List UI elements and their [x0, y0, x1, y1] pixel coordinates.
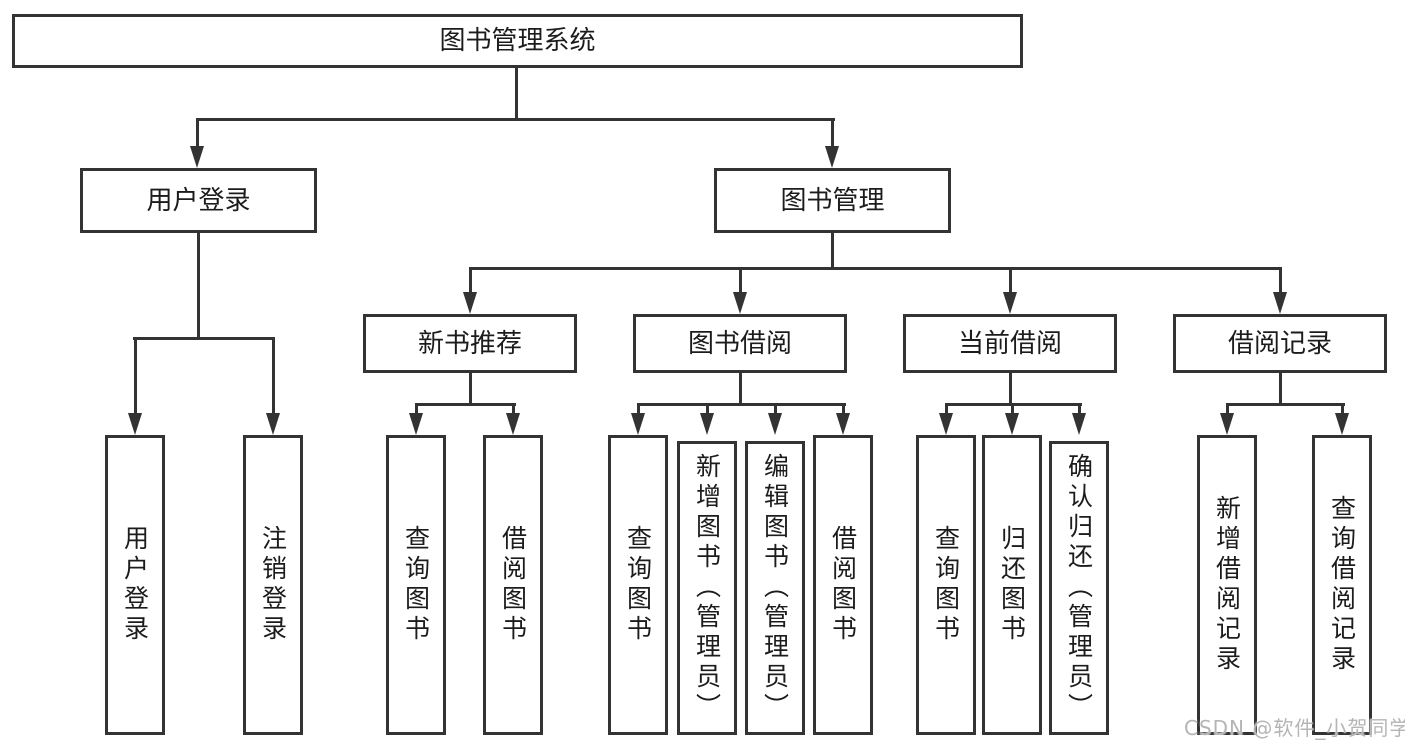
connector-line — [197, 233, 200, 339]
connector-line — [831, 118, 834, 149]
connector-line — [196, 118, 199, 149]
arrow-down-icon — [463, 292, 477, 314]
node-current-borrowing: 当前借阅 — [903, 314, 1117, 373]
connector-line — [134, 337, 137, 415]
arrow-down-icon — [631, 413, 645, 435]
connector-line — [1279, 373, 1282, 406]
leaf-edit-book-admin: 编辑图书（管理员） — [745, 441, 805, 735]
node-borrowing-records: 借阅记录 — [1173, 314, 1387, 373]
node-library-system: 图书管理系统 — [12, 14, 1023, 68]
arrow-down-icon — [1273, 292, 1287, 314]
connector-line — [272, 337, 275, 415]
arrow-down-icon — [700, 413, 714, 435]
connector-line — [739, 267, 742, 295]
connector-line — [637, 403, 640, 416]
leaf-confirm-return-admin: 确认归还（管理员） — [1049, 441, 1109, 735]
leaf-logout: 注销登录 — [243, 435, 303, 735]
leaf-add-borrow-record: 新增借阅记录 — [1197, 435, 1257, 735]
leaf-query-borrow-record: 查询借阅记录 — [1312, 435, 1372, 735]
arrow-down-icon — [266, 413, 280, 435]
arrow-down-icon — [1005, 413, 1019, 435]
arrow-down-icon — [939, 413, 953, 435]
leaf-return-books: 归还图书 — [982, 435, 1042, 735]
connector-line — [842, 403, 845, 416]
connector-line — [469, 373, 472, 406]
leaf-query-books-current: 查询图书 — [916, 435, 976, 735]
watermark-text: CSDN @软件_小贺同学 — [1184, 716, 1405, 740]
leaf-user-login: 用户登录 — [105, 435, 165, 735]
connector-line — [1009, 267, 1012, 295]
connector-line — [1011, 403, 1014, 416]
connector-line — [469, 267, 1282, 270]
connector-line — [637, 403, 846, 406]
leaf-query-books-recommend: 查询图书 — [386, 435, 446, 735]
connector-line — [1009, 373, 1012, 406]
arrow-down-icon — [128, 413, 142, 435]
node-book-borrowing: 图书借阅 — [633, 314, 847, 373]
connector-line — [196, 118, 835, 121]
arrow-down-icon — [1220, 413, 1234, 435]
arrow-down-icon — [506, 413, 520, 435]
arrow-down-icon — [1072, 413, 1086, 435]
connector-line — [133, 337, 275, 340]
connector-line — [515, 68, 518, 121]
arrow-down-icon — [836, 413, 850, 435]
connector-line — [1226, 403, 1345, 406]
connector-line — [1226, 403, 1229, 416]
connector-line — [415, 403, 418, 416]
connector-line — [945, 403, 948, 416]
arrow-down-icon — [190, 146, 204, 168]
connector-line — [512, 403, 515, 416]
connector-line — [831, 233, 834, 270]
arrow-down-icon — [409, 413, 423, 435]
node-user-login: 用户登录 — [80, 168, 317, 233]
connector-line — [739, 373, 742, 406]
connector-line — [1341, 403, 1344, 416]
leaf-query-books-borrowing: 查询图书 — [608, 435, 668, 735]
connector-line — [1078, 403, 1081, 416]
connector-line — [469, 267, 472, 295]
leaf-borrow-books-recommend: 借阅图书 — [483, 435, 543, 735]
node-new-book-recommendation: 新书推荐 — [363, 314, 577, 373]
arrow-down-icon — [768, 413, 782, 435]
connector-line — [706, 403, 709, 416]
leaf-add-book-admin: 新增图书（管理员） — [677, 441, 737, 735]
connector-line — [774, 403, 777, 416]
connector-line — [1279, 267, 1282, 295]
arrow-down-icon — [825, 146, 839, 168]
connector-line — [415, 403, 516, 406]
arrow-down-icon — [1003, 292, 1017, 314]
arrow-down-icon — [1335, 413, 1349, 435]
leaf-borrow-books-borrowing: 借阅图书 — [813, 435, 873, 735]
node-book-management: 图书管理 — [714, 168, 951, 233]
arrow-down-icon — [733, 292, 747, 314]
